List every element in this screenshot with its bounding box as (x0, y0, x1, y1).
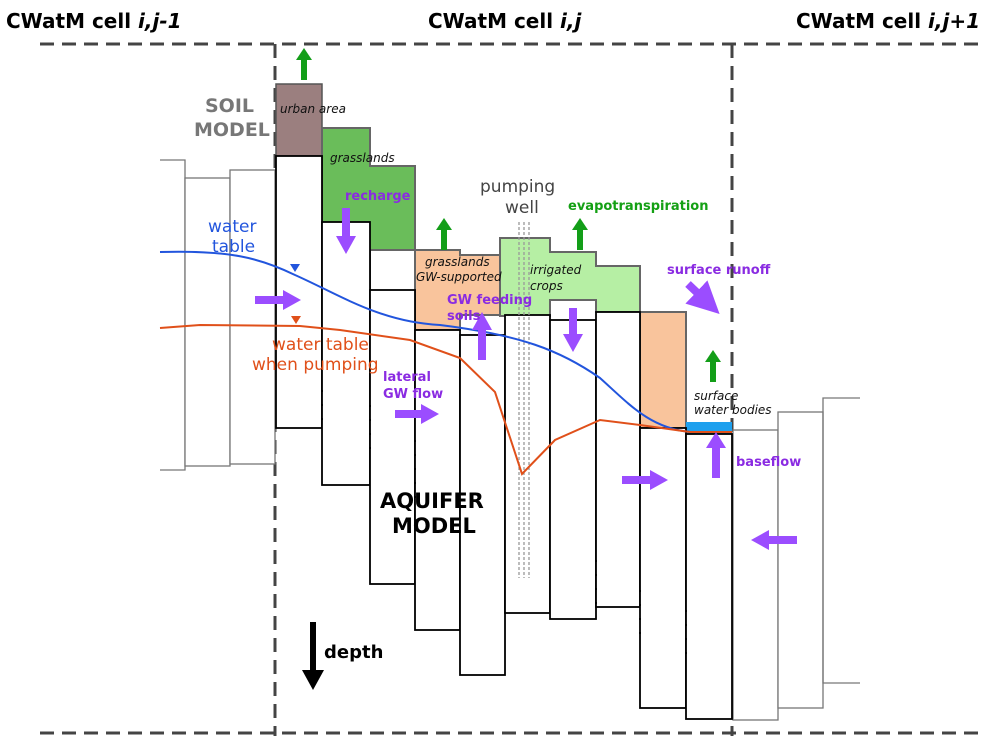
irrigated-label-2: crops (530, 279, 563, 293)
pumping-table-line (159, 323, 732, 476)
header-right: CWatM cell i,j+1 (796, 9, 980, 33)
surface-runoff-arrow (685, 280, 720, 315)
pumping-well (518, 222, 530, 578)
water-table-label-1: water (208, 217, 256, 237)
surface-runoff-label: surface runoff (667, 263, 771, 278)
aquifer-model-label-1: AQUIFER (380, 489, 484, 513)
baseflow-label: baseflow (736, 455, 801, 470)
aquifer-model-label-2: MODEL (392, 514, 476, 538)
lateral-arrow-neighbour (751, 530, 797, 550)
water-table-marker (290, 264, 300, 272)
grasslands-gw-label-2: GW-supported (416, 270, 502, 284)
lateral-arrow-center (395, 404, 439, 424)
urban-area-block (275, 83, 323, 157)
header-left: CWatM cell i,j-1 (6, 9, 182, 33)
recharge-label: recharge (345, 189, 411, 204)
flux-arrows (255, 208, 797, 550)
pumping-well-label-2: well (505, 198, 539, 218)
gw-feeding-arrow (472, 312, 492, 360)
lateral-flow-label-1: lateral (383, 370, 431, 385)
pumping-table-label-2: when pumping (252, 355, 379, 375)
lateral-flow-label-2: GW flow (383, 387, 443, 402)
irrigation-recharge-arrow (563, 308, 583, 352)
evapotranspiration-arrows (296, 48, 721, 382)
depth-arrow (302, 622, 324, 690)
gw-supported-block-right (639, 311, 687, 429)
baseflow-arrow (706, 432, 726, 478)
soil-model-label-2: MODEL (194, 119, 270, 141)
urban-area-label: urban area (280, 102, 346, 116)
lateral-arrow-left (255, 290, 301, 310)
soil-model-label-1: SOIL (205, 95, 254, 117)
pumping-well-label-1: pumping (480, 177, 555, 197)
grasslands-gw-label-1: grasslands (425, 255, 490, 269)
irrigated-label-1: irrigated (530, 263, 582, 277)
pumping-table-marker (291, 316, 301, 324)
gw-feeding-label-1: GW feeding (447, 293, 532, 308)
right-neighbour-columns (732, 397, 860, 721)
depth-label: depth (324, 642, 383, 663)
pumping-table-label-1: water table (272, 335, 369, 355)
surface-water-label-2: water bodies (694, 403, 772, 417)
surface-water-label-1: surface (694, 389, 738, 403)
water-table-line (159, 250, 732, 433)
lateral-arrow-right (622, 470, 668, 490)
header-center: CWatM cell i,j (428, 9, 583, 33)
gw-feeding-label-2: soils (447, 309, 481, 324)
left-neighbour-columns (160, 159, 276, 471)
water-table-label-2: table (212, 237, 255, 257)
recharge-arrow (336, 208, 356, 254)
grasslands-label: grasslands (330, 151, 395, 165)
evapotranspiration-label: evapotranspiration (568, 199, 709, 214)
